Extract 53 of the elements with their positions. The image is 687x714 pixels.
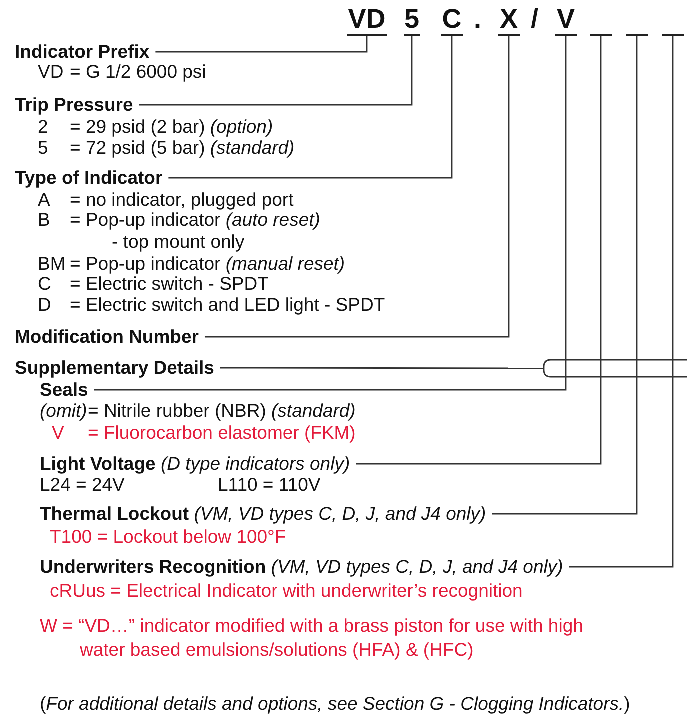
section-heading: Trip Pressure <box>15 94 134 116</box>
section-heading: Indicator Prefix <box>15 41 150 63</box>
section-heading: Type of Indicator <box>15 167 163 189</box>
separator-slash: / <box>531 4 539 34</box>
option-description: = Electric switch and LED light - SPDT <box>70 294 386 316</box>
grouping-bracket <box>543 359 687 378</box>
option-code: B <box>38 209 50 231</box>
option-description: = G 1/2 6000 psi <box>70 61 206 83</box>
section-heading: Seals <box>40 379 88 401</box>
option-code: VD <box>38 61 64 83</box>
leader-line <box>204 36 510 338</box>
option-code: A <box>38 189 50 211</box>
option-note: W = “VD…” indicator modified with a brass piston for use with high water based emulsions/solutions (HFA) & (HFC) <box>40 614 584 661</box>
option-description: = Electric switch - SPDT <box>70 273 269 295</box>
code-character: X <box>498 4 520 36</box>
leader-line <box>569 36 674 568</box>
option-description: = Pop-up indicator (manual reset) <box>70 253 346 275</box>
option-code: BM <box>38 253 66 275</box>
section-heading: Thermal Lockout (VM, VD types C, D, J, and J4 only) <box>40 503 486 525</box>
option-description: = no indicator, plugged port <box>70 189 294 211</box>
code-character: VD <box>347 4 387 36</box>
code-character: 5 <box>404 4 420 36</box>
leader-line <box>139 36 413 106</box>
footnote: (For additional details and options, see Section G - Clogging Indicators.) <box>40 693 630 714</box>
code-character: C <box>441 4 463 36</box>
option-description: = 29 psid (2 bar) (option) <box>70 116 274 138</box>
option-code: (omit) <box>40 400 88 422</box>
option-description: cRUus = Electrical Indicator with underwriter’s recognition <box>50 580 523 602</box>
section-heading: Supplementary Details <box>15 357 214 379</box>
option-description: T100 = Lockout below 100°F <box>50 526 286 548</box>
option-code: D <box>38 294 52 316</box>
leader-line <box>356 36 602 465</box>
option-description: L110 = 110V <box>218 474 321 496</box>
option-code: 5 <box>38 137 48 159</box>
leader-line <box>94 36 567 391</box>
leader-line <box>220 367 543 370</box>
option-description: = 72 psid (5 bar) (standard) <box>70 137 295 159</box>
option-description: - top mount only <box>112 231 245 253</box>
section-heading: Underwriters Recognition (VM, VD types C, D, J, and J4 only) <box>40 556 564 578</box>
option-description: L24 = 24V <box>40 474 125 496</box>
option-description: = Pop-up indicator (auto reset) <box>70 209 320 231</box>
option-code: 2 <box>38 116 48 138</box>
separator-dot: . <box>474 4 482 34</box>
leader-line <box>492 36 638 515</box>
section-heading: Light Voltage (D type indicators only) <box>40 453 350 475</box>
section-heading: Modification Number <box>15 326 199 348</box>
option-code: V <box>52 422 64 444</box>
leader-line <box>168 36 453 179</box>
code-character: V <box>555 4 577 36</box>
option-code: C <box>38 273 52 295</box>
option-description: = Nitrile rubber (NBR) (standard) <box>88 400 356 422</box>
option-description: = Fluorocarbon elastomer (FKM) <box>88 422 356 444</box>
leader-line <box>156 36 368 53</box>
